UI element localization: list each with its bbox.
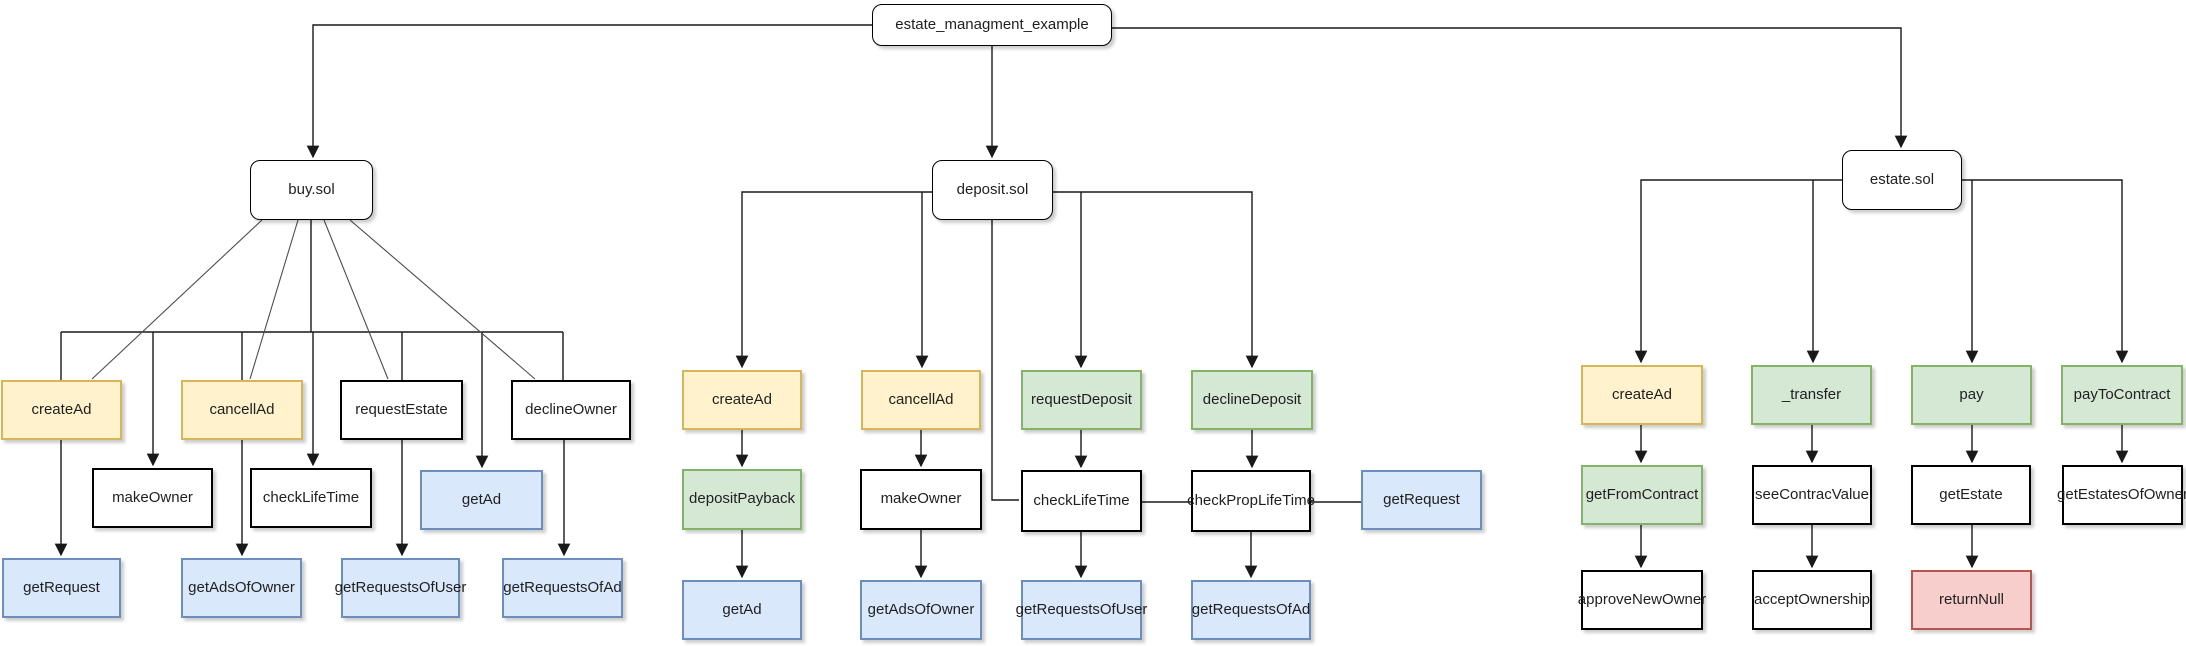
node-label: getRequestsOfUser (334, 578, 467, 596)
node-deposit-getrequestsofuser: getRequestsOfUser (1016, 580, 1147, 640)
node-buy-declineowner: declineOwner (511, 380, 631, 440)
edge-estate-sol-to-estate-createad (1634, 179, 1842, 364)
node-deposit-depositpayback: depositPayback (682, 469, 802, 530)
edge-root-to-buy-sol (306, 24, 872, 159)
node-label: getAd (722, 600, 762, 618)
node-buy-createad: createAd (1, 380, 122, 440)
node-label: getAdsOfOwner (188, 578, 295, 596)
node-deposit-createad: createAd (682, 370, 802, 430)
node-buy-requestestate: requestEstate (340, 380, 463, 440)
node-buy-getrequestsofad: getRequestsOfAd (502, 558, 623, 618)
node-buy-getad: getAd (420, 470, 543, 530)
node-label: depositPayback (689, 490, 795, 508)
node-estate-approvenewowner: approveNewOwner (1578, 570, 1706, 630)
node-buy-cancellad: cancellAd (181, 380, 303, 440)
node-deposit-cancellad: cancellAd (861, 370, 981, 430)
node-label: createAd (31, 400, 92, 418)
node-label: makeOwner (112, 488, 193, 506)
node-estate-paytocontract: payToContract (2061, 365, 2183, 425)
node-buy-getadsofowner: getAdsOfOwner (181, 558, 302, 618)
node-estate-seecontracvalue: seeContracValue (1752, 465, 1872, 525)
edge-estate-sol-to-estate-paytocontract (1962, 179, 2129, 364)
node-label: returnNull (1938, 590, 2005, 608)
node-deposit-checklifetime: checkLifeTime (1021, 470, 1142, 532)
node-label: checkPropLifeTime (1187, 491, 1315, 509)
node-buy-checklifetime: checkLifeTime (250, 468, 372, 528)
node-deposit-declinedeposit: declineDeposit (1191, 370, 1313, 430)
edge-buy-sol-to-buy-createad (91, 219, 263, 380)
node-label: buy.sol (288, 180, 335, 198)
node-estate-sol: estate.sol (1842, 150, 1962, 210)
node-deposit-checkproplifetime: checkPropLifeTime (1187, 470, 1315, 532)
node-label: estate.sol (1869, 170, 1935, 188)
node-estate-returnnull: returnNull (1911, 570, 2032, 630)
node-label: getAdsOfOwner (867, 600, 975, 618)
node-label: requestEstate (355, 400, 448, 418)
node-label: checkLifeTime (262, 488, 360, 506)
node-estate-getestate: getEstate (1911, 465, 2031, 525)
node-estate-acceptownership: acceptOwnership (1752, 570, 1872, 630)
node-label: createAd (711, 390, 773, 408)
node-estate-pay: pay (1911, 365, 2032, 425)
node-label: getFromContract (1585, 485, 1699, 503)
node-label: declineOwner (525, 400, 617, 418)
node-deposit-getrequest: getRequest (1361, 470, 1482, 530)
node-deposit-getadsofowner: getAdsOfOwner (860, 580, 982, 640)
node-label: payToContract (2073, 385, 2171, 403)
node-label: getRequestsOfAd (503, 578, 622, 596)
node-deposit-sol: deposit.sol (932, 160, 1053, 220)
node-buy-getrequest: getRequest (2, 558, 121, 618)
node-deposit-makeowner: makeOwner (860, 469, 982, 530)
node-estate-getfromcontract: getFromContract (1581, 465, 1703, 525)
node-label: declineDeposit (1202, 390, 1302, 408)
node-buy-sol: buy.sol (250, 160, 373, 220)
node-deposit-getrequestsofad: getRequestsOfAd (1191, 580, 1311, 640)
node-estate-getestatesofowner: getEstatesOfOwner (2057, 465, 2186, 525)
node-label: approveNewOwner (1577, 590, 1707, 608)
node-buy-makeowner: makeOwner (92, 468, 213, 528)
node-label: getRequest (1383, 490, 1460, 508)
node-label: getAd (461, 490, 502, 508)
node-estate-createad: createAd (1581, 365, 1703, 425)
node-buy-getrequestsofuser: getRequestsOfUser (335, 558, 466, 618)
edge-buy-sol-to-buy-declineowner (349, 219, 536, 380)
node-label: makeOwner (880, 490, 962, 508)
node-label: getRequestsOfAd (1191, 600, 1311, 618)
node-label: _transfer (1781, 385, 1842, 403)
edge-buy-sol-to-buy-requestestate (323, 219, 389, 380)
node-label: estate_managment_example (895, 15, 1089, 33)
node-estate-transfer: _transfer (1751, 365, 1872, 425)
node-label: cancellAd (888, 390, 954, 408)
node-root: estate_managment_example (872, 4, 1112, 46)
edge-deposit-sol-to-deposit-checklifetime (991, 220, 1019, 501)
node-label: getRequestsOfUser (1015, 600, 1148, 618)
node-label: getEstatesOfOwner (2057, 485, 2186, 503)
node-label: createAd (1611, 385, 1673, 403)
node-deposit-getad: getAd (682, 580, 802, 640)
node-label: deposit.sol (956, 180, 1029, 198)
node-label: getRequest (23, 578, 100, 596)
node-label: checkLifeTime (1033, 491, 1130, 509)
node-label: cancellAd (209, 400, 275, 418)
edge-buy-sol-to-buy-cancellad (249, 219, 299, 380)
edge-deposit-sol-to-deposit-declinedeposit (1053, 191, 1259, 369)
node-deposit-requestdeposit: requestDeposit (1021, 370, 1142, 430)
edge-deposit-sol-to-deposit-createad (735, 191, 932, 369)
node-label: requestDeposit (1031, 390, 1132, 408)
node-label: seeContracValue (1755, 485, 1869, 503)
node-label: pay (1959, 385, 1984, 403)
edge-root-to-estate-sol (1112, 27, 1908, 149)
node-label: acceptOwnership (1754, 590, 1870, 608)
node-label: getEstate (1939, 485, 2003, 503)
